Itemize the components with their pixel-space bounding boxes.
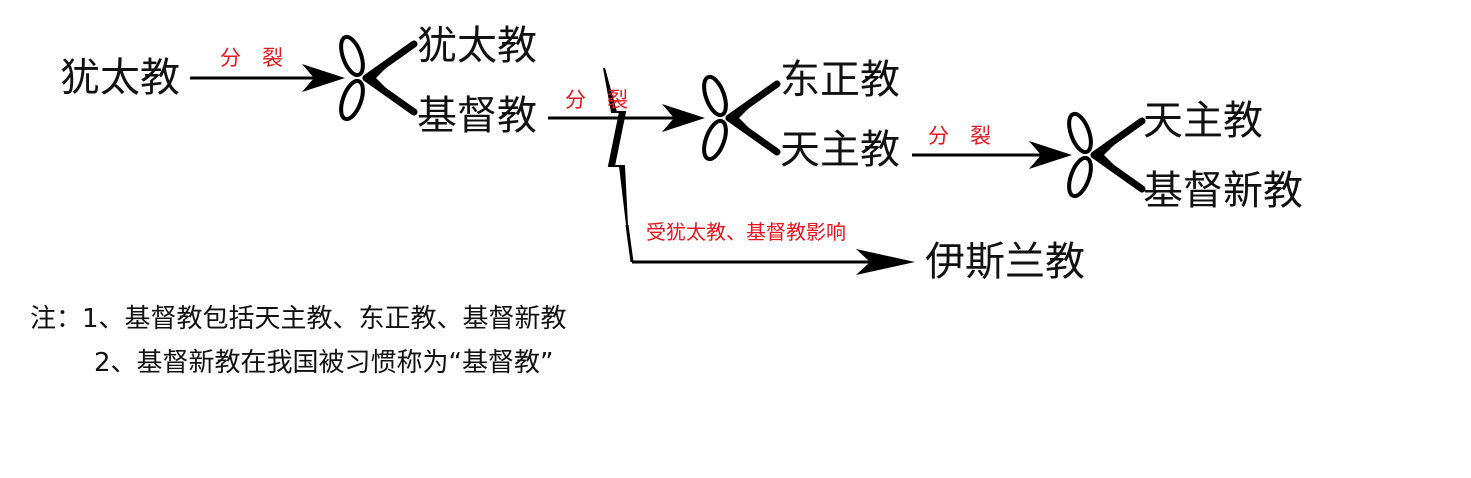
node-judaism: 犹太教	[417, 23, 537, 69]
node-judaism-root: 犹太教	[60, 55, 180, 101]
note-line-1: 注：1、基督教包括天主教、东正教、基督新教	[30, 304, 567, 334]
scissors-icon	[700, 74, 777, 162]
node-islam: 伊斯兰教	[925, 239, 1085, 285]
node-orthodox: 东正教	[780, 57, 900, 103]
split-arrow-3	[912, 141, 1072, 169]
node-catholic: 天主教	[780, 127, 900, 173]
split-arrow-2	[548, 104, 705, 132]
influence-arrow	[632, 249, 915, 275]
split-arrow-1	[190, 64, 345, 92]
scissors-icon	[337, 34, 414, 122]
node-christianity: 基督教	[417, 93, 537, 139]
split-label-1: 分 裂	[220, 46, 283, 70]
split-label-2: 分 裂	[565, 88, 628, 112]
scissors-icon	[1065, 111, 1142, 199]
note-line-2: 2、基督新教在我国被习惯称为“基督教”	[94, 348, 554, 378]
split-label-3: 分 裂	[928, 124, 991, 148]
lightning-connector	[603, 67, 634, 263]
influence-label: 受犹太教、基督教影响	[646, 220, 846, 244]
node-protestant: 基督新教	[1143, 168, 1303, 214]
node-catholic: 天主教	[1143, 98, 1263, 144]
